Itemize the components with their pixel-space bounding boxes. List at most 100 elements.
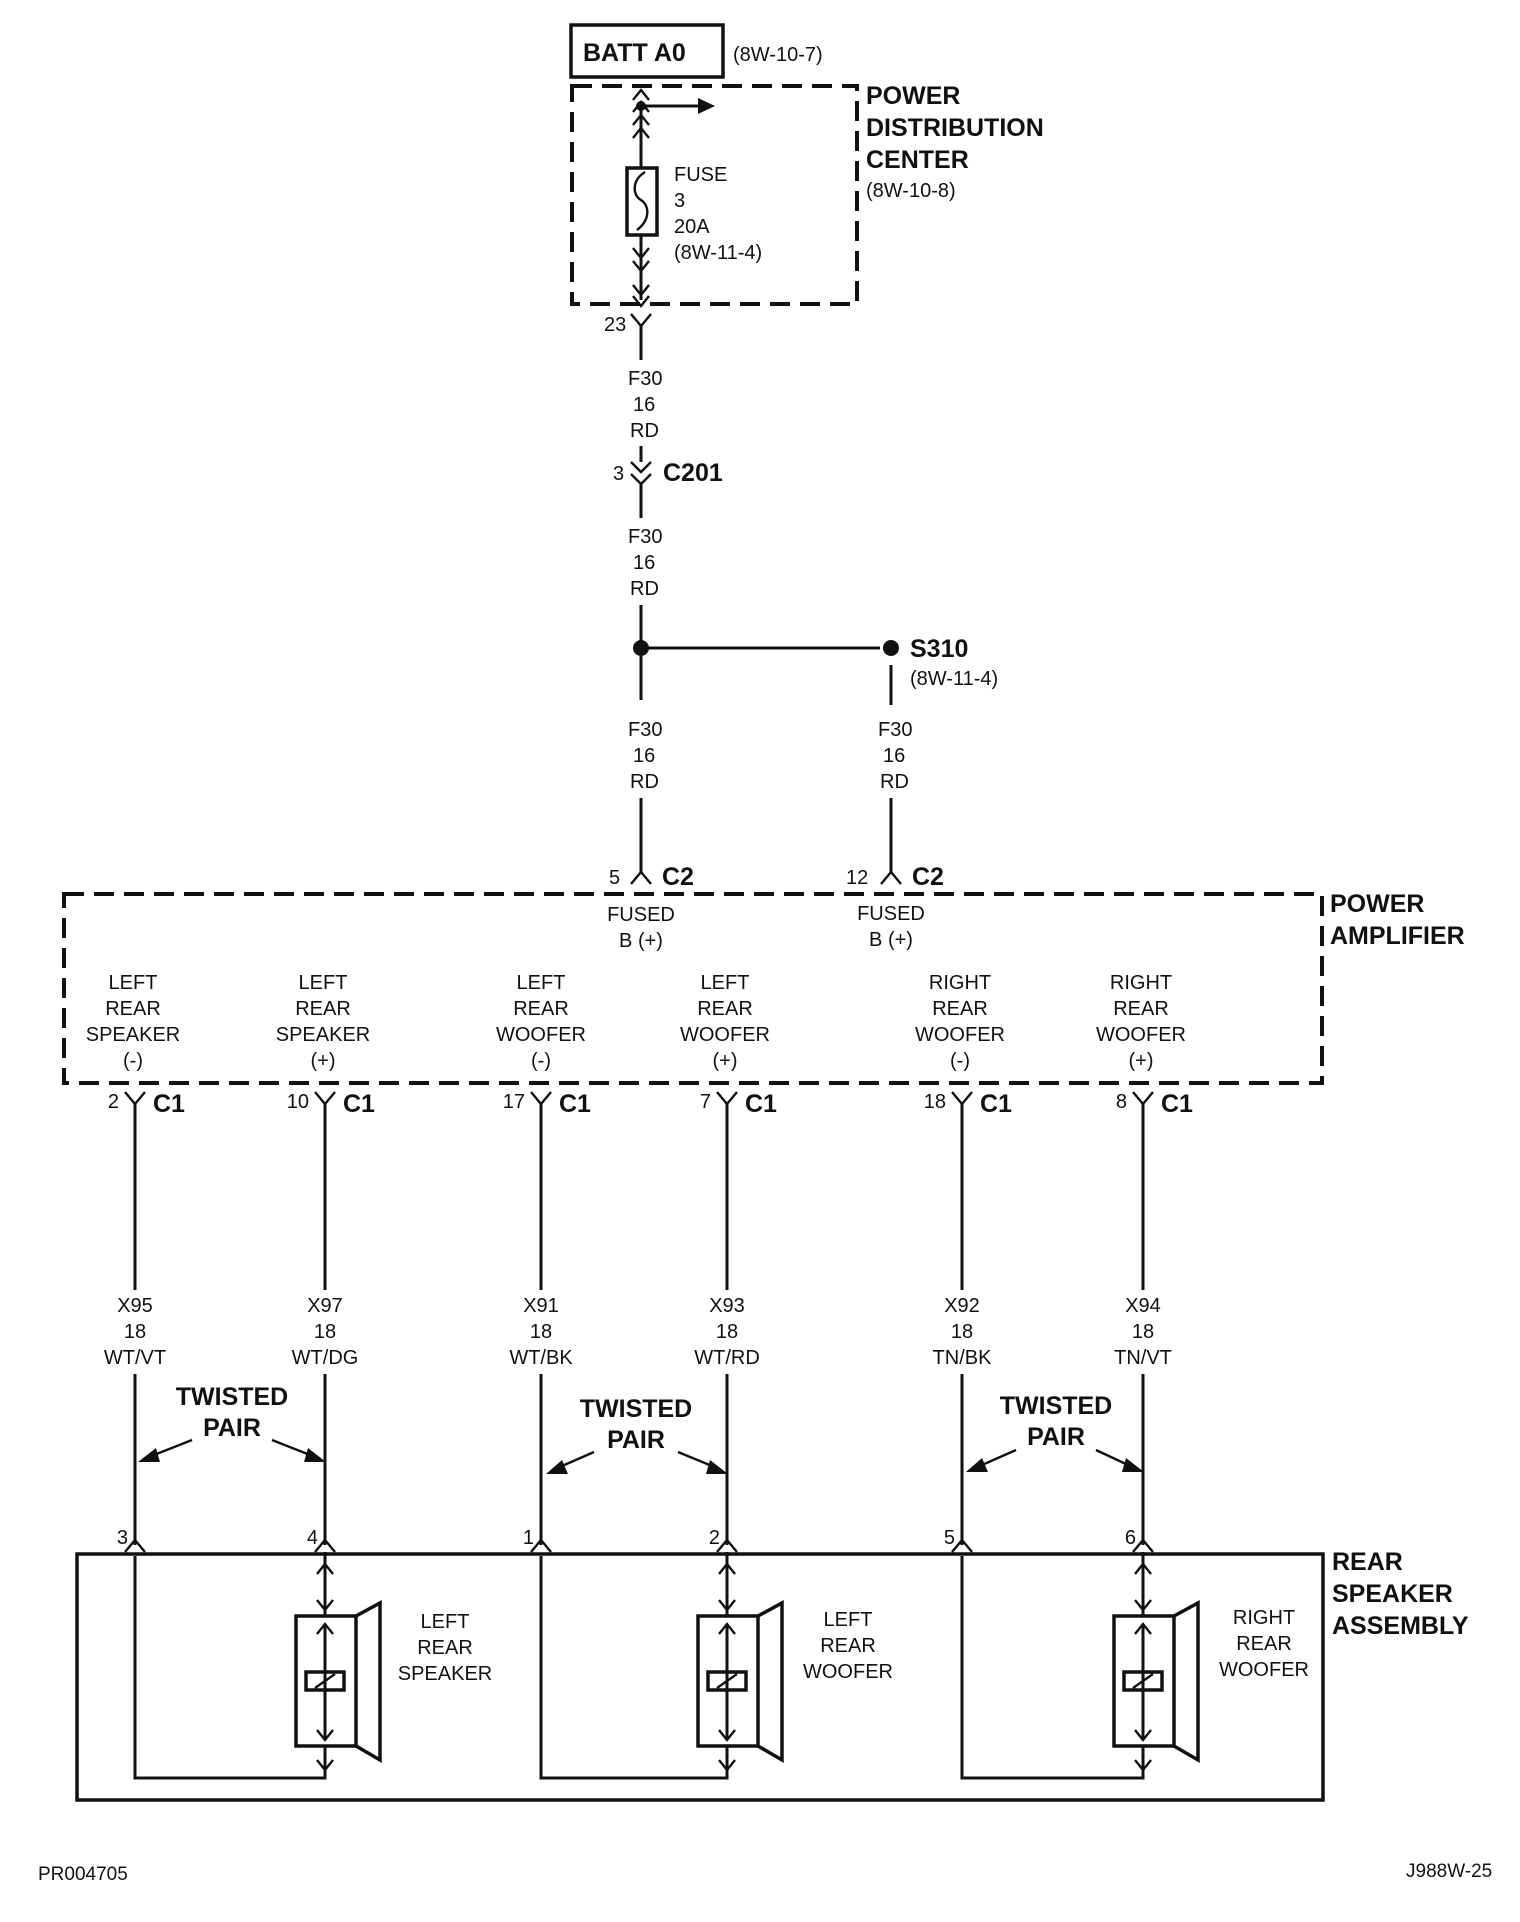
twisted-pair-3-arrow-left bbox=[966, 1458, 988, 1472]
c2-connector-pin12 bbox=[880, 870, 902, 885]
output-2-label-line2: REAR bbox=[295, 998, 351, 1020]
output-1-label-line3: SPEAKER bbox=[86, 1024, 180, 1046]
c1-label-3: C1 bbox=[559, 1090, 591, 1118]
speaker-1-coil bbox=[304, 1670, 346, 1692]
wire-3-label-2: 18 bbox=[530, 1321, 552, 1343]
c1-label-6: C1 bbox=[1161, 1090, 1193, 1118]
wire-4-label-2: 18 bbox=[716, 1321, 738, 1343]
wire-4-label-3: WT/RD bbox=[694, 1347, 760, 1369]
c2-connector-pin5 bbox=[630, 870, 652, 885]
output-5-label-line1: RIGHT bbox=[929, 972, 991, 994]
rear-pin-3: 1 bbox=[523, 1527, 534, 1549]
wire-left-color: RD bbox=[630, 771, 659, 793]
wire-5-label-2: 18 bbox=[951, 1321, 973, 1343]
output-2-label-line4: (+) bbox=[311, 1050, 336, 1072]
twisted-pair-1: TWISTED PAIR bbox=[138, 1383, 326, 1462]
wire-mid-gauge: 16 bbox=[633, 552, 655, 574]
splice-ref: (8W-11-4) bbox=[910, 668, 998, 690]
wire-upper-gauge: 16 bbox=[633, 394, 655, 416]
c1-label-5: C1 bbox=[980, 1090, 1012, 1118]
rear-speakers: LEFTREARSPEAKERLEFTREARWOOFERRIGHTREARWO… bbox=[133, 1552, 1309, 1780]
rear-assembly-title-2: SPEAKER bbox=[1332, 1580, 1453, 1608]
wire-mid-color: RD bbox=[630, 578, 659, 600]
rear-assembly-title-3: ASSEMBLY bbox=[1332, 1612, 1469, 1640]
twisted-pair-2: TWISTED PAIR bbox=[546, 1395, 728, 1474]
batt-label: BATT A0 bbox=[583, 39, 686, 67]
speaker-3-coil bbox=[1122, 1670, 1164, 1692]
c2-pin5-label: 5 bbox=[609, 867, 620, 889]
output-6-label-line3: WOOFER bbox=[1096, 1024, 1186, 1046]
twisted-pair-2-arrow-right bbox=[706, 1460, 728, 1474]
wire-1-label-2: 18 bbox=[124, 1321, 146, 1343]
c1-connector-3 bbox=[530, 1091, 552, 1106]
footer-left-code: PR004705 bbox=[38, 1864, 128, 1885]
output-6-label-line4: (+) bbox=[1129, 1050, 1154, 1072]
rear-connector-4 bbox=[716, 1538, 738, 1553]
wire-right-circuit: F30 bbox=[878, 719, 912, 741]
c1-label-1: C1 bbox=[153, 1090, 185, 1118]
c1-pin-4: 7 bbox=[700, 1091, 711, 1113]
output-2-label-line3: SPEAKER bbox=[276, 1024, 370, 1046]
pdc-ref: (8W-10-8) bbox=[866, 180, 956, 202]
c201-label: C201 bbox=[663, 459, 723, 487]
rear-connector-6 bbox=[1132, 1538, 1154, 1553]
wire-6-label-3: TN/VT bbox=[1114, 1347, 1172, 1369]
bus-arrow bbox=[698, 98, 715, 114]
c1-label-4: C1 bbox=[745, 1090, 777, 1118]
pdc-dashed-box bbox=[570, 84, 859, 306]
c1-pin-1: 2 bbox=[108, 1091, 119, 1113]
wire-left-gauge: 16 bbox=[633, 745, 655, 767]
rear-connector-5 bbox=[951, 1538, 973, 1553]
speaker-1-label-line2: REAR bbox=[417, 1637, 473, 1659]
twisted-pair-2-arrow-left bbox=[546, 1460, 568, 1474]
rear-pin-4: 2 bbox=[709, 1527, 720, 1549]
twisted-pair-2-line1: TWISTED bbox=[580, 1395, 693, 1423]
output-1-label-line4: (-) bbox=[123, 1050, 143, 1072]
speaker-1: LEFT REAR SPEAKER bbox=[133, 1552, 492, 1780]
wire-mid-circuit: F30 bbox=[628, 526, 662, 548]
output-5-label-line4: (-) bbox=[950, 1050, 970, 1072]
twisted-pair-3-arrow-right bbox=[1122, 1458, 1144, 1472]
output-5-label-line3: WOOFER bbox=[915, 1024, 1005, 1046]
rear-speaker-assembly-box bbox=[75, 1552, 1325, 1802]
rear-pin-2: 4 bbox=[307, 1527, 318, 1549]
rear-pin-1: 3 bbox=[117, 1527, 128, 1549]
speaker-3-label-line3: WOOFER bbox=[1219, 1659, 1309, 1681]
output-4-label-line3: WOOFER bbox=[680, 1024, 770, 1046]
rear-pin-6: 6 bbox=[1125, 1527, 1136, 1549]
wire-3-label-1: X91 bbox=[523, 1295, 559, 1317]
fused-input-2-line1: FUSED bbox=[857, 903, 925, 925]
wire-4-label-1: X93 bbox=[709, 1295, 745, 1317]
fuse-number: 3 bbox=[674, 190, 685, 212]
speaker-3-cone bbox=[1173, 1600, 1200, 1764]
wire-6-label-1: X94 bbox=[1125, 1295, 1161, 1317]
speaker-1-label-line3: SPEAKER bbox=[398, 1663, 492, 1685]
c1-connector-6 bbox=[1132, 1091, 1154, 1106]
pin-23-connector bbox=[630, 313, 652, 328]
output-6-label-line2: REAR bbox=[1113, 998, 1169, 1020]
output-6-label-line1: RIGHT bbox=[1110, 972, 1172, 994]
c1-connector-2 bbox=[314, 1091, 336, 1106]
pdc-title-2: DISTRIBUTION bbox=[866, 114, 1044, 142]
c1-label-2: C1 bbox=[343, 1090, 375, 1118]
c1-pin-5: 18 bbox=[924, 1091, 946, 1113]
speaker-1-label-line1: LEFT bbox=[421, 1611, 470, 1633]
footer-right-code: J988W-25 bbox=[1406, 1861, 1492, 1882]
c1-connector-5 bbox=[951, 1091, 973, 1106]
pdc-title-3: CENTER bbox=[866, 146, 969, 174]
pdc-title-1: POWER bbox=[866, 82, 960, 110]
c1-pin-2: 10 bbox=[287, 1091, 309, 1113]
output-5-label-line2: REAR bbox=[932, 998, 988, 1020]
twisted-pair-1-line1: TWISTED bbox=[176, 1383, 289, 1411]
speaker-2-label-line3: WOOFER bbox=[803, 1661, 893, 1683]
c1-connector-4 bbox=[716, 1091, 738, 1106]
wire-upper-color: RD bbox=[630, 420, 659, 442]
fused-input-1-line2: B (+) bbox=[619, 930, 663, 952]
wire-5-label-3: TN/BK bbox=[933, 1347, 993, 1369]
output-1-label-line1: LEFT bbox=[109, 972, 158, 994]
wire-3-label-3: WT/BK bbox=[509, 1347, 573, 1369]
speaker-1-cone bbox=[355, 1600, 382, 1764]
